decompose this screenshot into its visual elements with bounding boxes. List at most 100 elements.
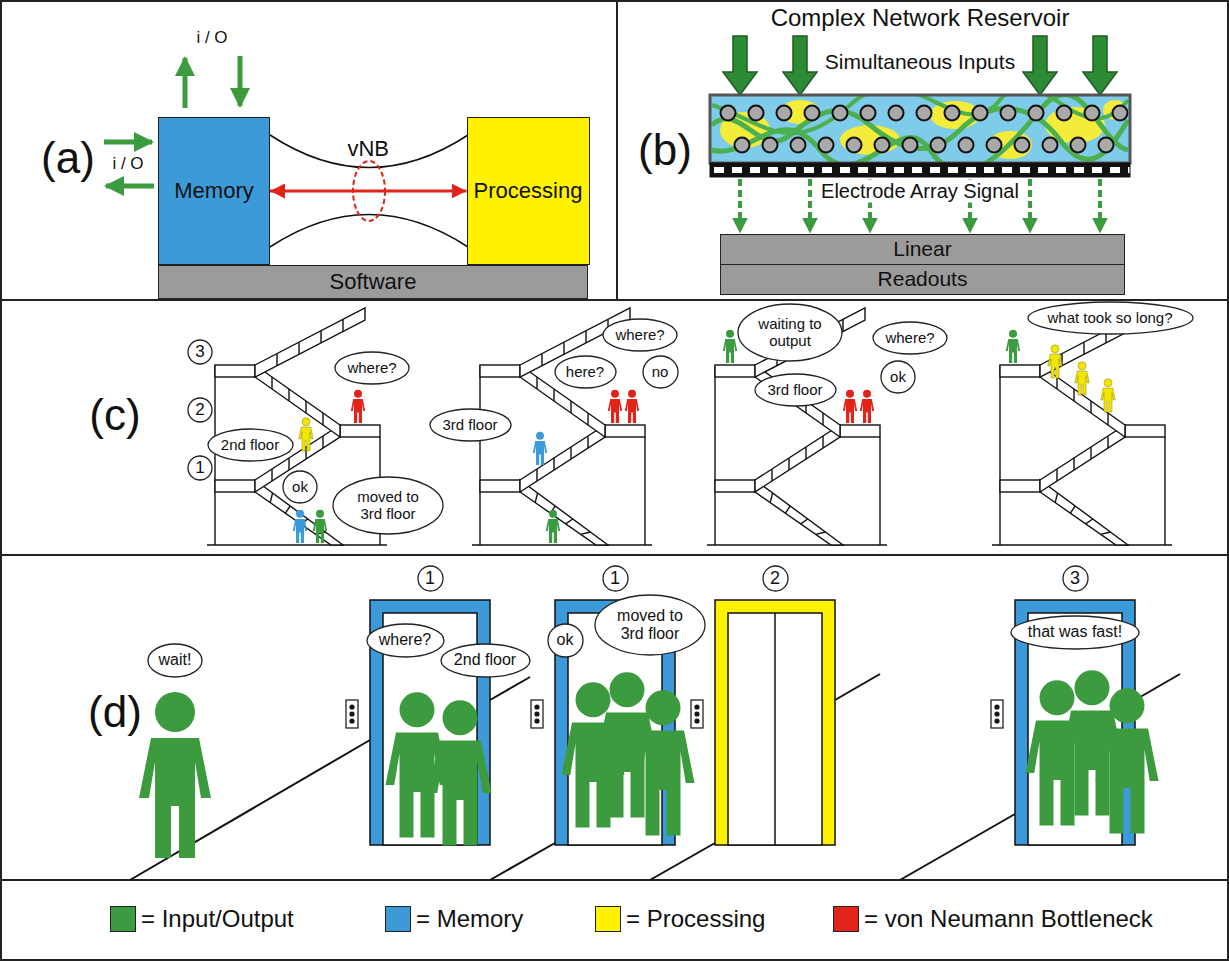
bubble-outline — [881, 361, 915, 393]
corridor-line — [650, 843, 715, 880]
panel-frame — [0, 554, 1229, 556]
reservoir-node — [959, 138, 974, 153]
floor-number: 2 — [762, 565, 789, 592]
node-text: ok — [890, 368, 906, 385]
legend-text: = Processing — [626, 905, 765, 933]
reservoir-node — [917, 106, 932, 121]
speech-bubble: no — [642, 355, 679, 389]
panel-title: Complex Network Reservoir — [771, 4, 1070, 32]
speech-bubble: ok — [282, 470, 318, 504]
reservoir-node — [875, 138, 890, 153]
call-button — [695, 712, 699, 716]
speech-bubble: 2nd floor — [440, 643, 531, 678]
input-label: Simultaneous Inputs — [825, 50, 1015, 74]
bottleneck-funnel — [270, 135, 468, 247]
legend-text: = von Neumann Bottleneck — [864, 905, 1153, 933]
reservoir-node — [721, 106, 1128, 153]
reservoir-node — [791, 138, 806, 153]
software-band: Software — [158, 265, 588, 299]
bubble-outline — [188, 398, 212, 422]
staircase — [207, 308, 1172, 545]
bottleneck-arrow — [270, 190, 467, 193]
bubble-outline — [595, 595, 705, 655]
bubble-outline — [188, 456, 212, 480]
call-button — [995, 712, 999, 716]
readout-arrow — [740, 179, 1100, 232]
reservoir-node — [987, 138, 1002, 153]
node-text: Processing — [474, 178, 583, 203]
reservoir-node — [749, 106, 764, 121]
node-text: 3rd floor — [767, 381, 822, 398]
reservoir-node — [1029, 106, 1044, 121]
speech-bubble: that was fast! — [1010, 615, 1140, 650]
speech-bubble: wait! — [147, 643, 203, 678]
stair-person — [860, 390, 874, 423]
reservoir-node — [805, 106, 820, 121]
readouts-band: Readouts — [720, 264, 1125, 295]
legend-text: = Memory — [416, 905, 523, 933]
bubble-outline — [441, 644, 530, 677]
reservoir-node — [1071, 138, 1086, 153]
node-text: 1 — [610, 568, 620, 589]
speech-bubble: moved to 3rd floor — [332, 476, 444, 535]
bubble-outline — [603, 319, 677, 351]
node-text: where? — [379, 631, 431, 649]
reservoir-network — [712, 95, 1128, 163]
reservoir-node — [903, 138, 918, 153]
reservoir-node — [1085, 106, 1100, 121]
bubble-outline — [335, 352, 409, 384]
panel-label: (a) — [41, 133, 95, 184]
call-button — [350, 705, 354, 709]
speech-bubble: 2nd floor — [207, 428, 294, 462]
node-text: 2nd floor — [454, 651, 516, 669]
node-text: 3 — [195, 342, 204, 362]
io-arrow — [183, 58, 188, 108]
bubble-outline — [763, 566, 788, 591]
call-button — [695, 719, 699, 723]
stair-person — [1075, 362, 1089, 395]
stair-person — [1101, 379, 1115, 412]
speech-bubble: 3rd floor — [754, 373, 837, 407]
bubble-outline — [603, 566, 628, 591]
elevator-person — [632, 690, 695, 835]
node-text: 3 — [1070, 568, 1080, 589]
call-button — [535, 719, 539, 723]
stair-person — [1048, 345, 1062, 378]
call-button — [695, 705, 699, 709]
bottleneck-funnel — [270, 135, 468, 168]
node-text: where? — [347, 359, 396, 376]
bubble-outline — [1011, 616, 1139, 649]
input-arrow — [723, 36, 1117, 95]
stair-person — [293, 510, 307, 543]
floor-number: 1 — [187, 455, 213, 481]
stair-person — [1006, 330, 1020, 363]
input-arrow — [723, 36, 757, 95]
bubble-outline — [1063, 566, 1088, 591]
staircase — [992, 308, 1172, 545]
reservoir-node — [777, 106, 792, 121]
call-button — [995, 719, 999, 723]
io-arrow — [104, 140, 152, 145]
legend-swatch — [110, 906, 136, 932]
panel-label: (c) — [89, 390, 140, 441]
reservoir-node — [1043, 138, 1058, 153]
node-text: Memory — [174, 178, 253, 203]
node-text: Linear — [893, 237, 951, 261]
reservoir-node — [735, 138, 750, 153]
elevator-frame — [728, 613, 822, 845]
speech-bubble: ok — [880, 360, 916, 394]
node-text: ok — [557, 631, 574, 649]
speech-bubble: where? — [366, 623, 445, 658]
call-button — [350, 719, 354, 723]
reservoir-node — [973, 106, 988, 121]
bubble-outline — [208, 429, 293, 461]
bubble-outline — [148, 644, 202, 677]
bubble-outline — [283, 471, 317, 503]
call-button — [991, 700, 1003, 728]
stair-person — [625, 390, 639, 423]
node-text: 1 — [425, 568, 435, 589]
panel-label: (b) — [638, 125, 692, 176]
speech-bubble: where? — [334, 351, 410, 385]
